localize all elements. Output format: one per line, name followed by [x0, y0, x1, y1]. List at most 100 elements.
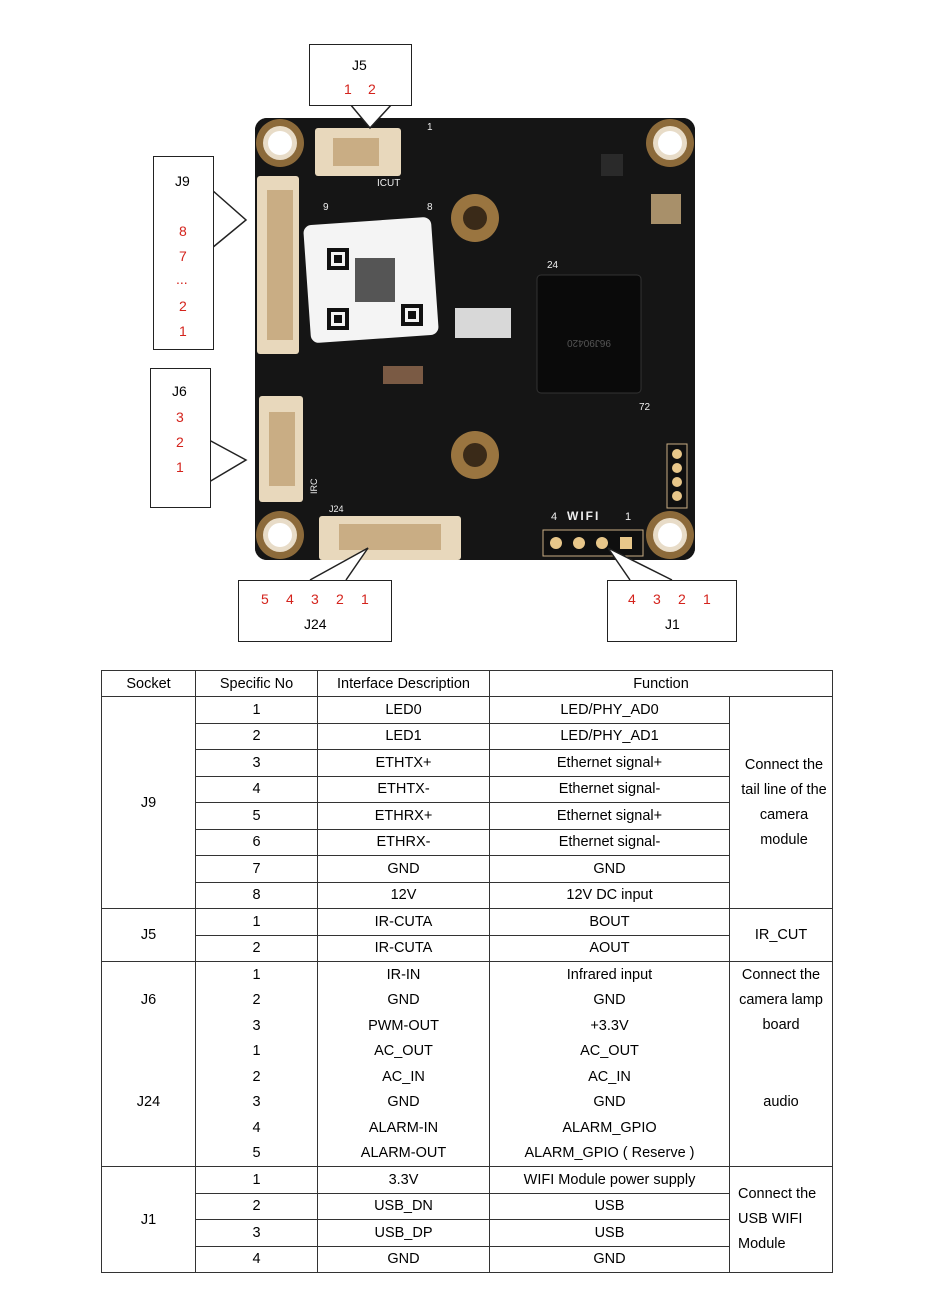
- pin-no: 3: [195, 1013, 318, 1039]
- pin-no: 5: [195, 1140, 318, 1167]
- pin-func: USB: [489, 1192, 730, 1220]
- silk-icut: ICUT: [377, 178, 400, 189]
- header-function: Function: [489, 670, 833, 697]
- callout-j24-pin: 4: [286, 591, 294, 607]
- pin-no: 6: [195, 828, 318, 856]
- socket-cell: J5: [101, 908, 196, 962]
- pin-func: BOUT: [489, 908, 730, 936]
- silk-8: 8: [427, 202, 433, 213]
- wifi-pin1-silkscreen: 1: [625, 511, 631, 523]
- callout-j6-pin: 1: [176, 459, 184, 475]
- callout-j9-pin: 8: [179, 223, 187, 239]
- callout-j1-title: J1: [665, 616, 680, 632]
- callout-j1-pin: 1: [703, 591, 711, 607]
- pin-desc: GND: [317, 1245, 490, 1273]
- callout-j24: 5 4 3 2 1 J24: [238, 580, 392, 642]
- silk-irc: IRC: [309, 478, 319, 494]
- pin-no: 2: [195, 1192, 318, 1220]
- pin-desc: IR-CUTA: [317, 934, 490, 962]
- circuit-board: 96J90420 WIFI 4 1 1 24 72 9 8 ICUT IRC J…: [255, 118, 695, 560]
- mount-hole-tl: [256, 119, 304, 167]
- pin-func: LED/PHY_AD1: [489, 722, 730, 750]
- pin-desc: GND: [317, 1089, 490, 1115]
- callout-j9-pin: 2: [179, 298, 187, 314]
- pin-desc: ALARM-IN: [317, 1115, 490, 1141]
- pin-no: 8: [195, 881, 318, 909]
- pin-func: Ethernet signal+: [489, 802, 730, 830]
- callout-j9-title: J9: [175, 173, 190, 189]
- pin-func: Ethernet signal-: [489, 828, 730, 856]
- chip-text: 96J90420: [567, 337, 611, 348]
- socket-cell: J24: [101, 1038, 196, 1167]
- socket-cell: J1: [101, 1166, 196, 1273]
- wifi-pin4-silkscreen: 4: [551, 511, 557, 523]
- pin-desc: ETHTX-: [317, 775, 490, 803]
- pin-func: GND: [489, 1089, 730, 1115]
- pin-func: +3.3V: [489, 1013, 730, 1039]
- callout-j9: J9 8 7 ... 2 1: [153, 156, 214, 350]
- pin-desc: 3.3V: [317, 1166, 490, 1194]
- pin-no: 1: [195, 1038, 318, 1064]
- silk-72: 72: [639, 402, 651, 413]
- pin-desc: IR-IN: [317, 961, 490, 988]
- header-interface-description: Interface Description: [317, 670, 490, 697]
- mount-hole-tr: [646, 119, 694, 167]
- table-row: J9 1 LED0 LED/PHY_AD0 Connect the tail l…: [101, 696, 833, 909]
- callout-j9-pin: ...: [176, 271, 188, 287]
- mount-hole-center: [451, 431, 499, 479]
- callout-j9-pin: 7: [179, 248, 187, 264]
- pin-desc: IR-CUTA: [317, 908, 490, 936]
- board-graphic: 96J90420 WIFI 4 1 1 24 72 9 8 ICUT IRC J…: [255, 118, 695, 560]
- pin-desc: AC_IN: [317, 1064, 490, 1090]
- pin-desc: GND: [317, 987, 490, 1013]
- header-specific-no: Specific No: [195, 670, 318, 697]
- group-note-text: Connect the tail line of the camera modu…: [741, 756, 827, 848]
- pin-desc: USB_DN: [317, 1192, 490, 1220]
- callout-j24-title: J24: [304, 616, 327, 632]
- pin-desc: GND: [317, 855, 490, 883]
- table-row: J24 1 AC_OUT AC_OUT audio: [101, 1038, 833, 1167]
- callout-j5-title: J5: [352, 57, 367, 73]
- pin-no: 2: [195, 934, 318, 962]
- pin-no: 1: [195, 961, 318, 988]
- group-note-text: Connect the USB WIFI Module: [738, 1186, 817, 1252]
- silk-1: 1: [427, 122, 433, 133]
- callout-j24-pin: 5: [261, 591, 269, 607]
- pin-no: 1: [195, 1166, 318, 1194]
- pin-func: LED/PHY_AD0: [489, 696, 730, 724]
- pin-no: 2: [195, 722, 318, 750]
- pin-func: Ethernet signal-: [489, 775, 730, 803]
- pin-func: USB: [489, 1219, 730, 1247]
- pin-no: 3: [195, 1089, 318, 1115]
- callout-j6: J6 3 2 1: [150, 368, 211, 508]
- header-socket: Socket: [101, 670, 196, 697]
- silk-j24: J24: [329, 504, 344, 514]
- pin-no: 4: [195, 1115, 318, 1141]
- mount-hole-br: [646, 511, 694, 559]
- callout-j5-pin: 2: [368, 81, 376, 97]
- table-row: J5 1 IR-CUTA BOUT IR_CUT: [101, 908, 833, 962]
- group-note: Connect the camera lamp board: [729, 961, 833, 1039]
- pin-no: 1: [195, 908, 318, 936]
- table-header-row: Socket Specific No Interface Description…: [101, 670, 833, 697]
- callout-leaders: [208, 103, 673, 581]
- callout-j6-title: J6: [172, 383, 187, 399]
- callout-j5: J5 1 2: [309, 44, 412, 106]
- callout-j1: 4 3 2 1 J1: [607, 580, 737, 642]
- pin-func: 12V DC input: [489, 881, 730, 909]
- callout-j24-pin: 1: [361, 591, 369, 607]
- pin-func: GND: [489, 855, 730, 883]
- callout-j5-pin: 1: [344, 81, 352, 97]
- pin-no: 3: [195, 1219, 318, 1247]
- table-row: J6 1 IR-IN Infrared input Connect the ca…: [101, 961, 833, 1039]
- table-row: J1 1 3.3V WIFI Module power supply Conne…: [101, 1166, 833, 1273]
